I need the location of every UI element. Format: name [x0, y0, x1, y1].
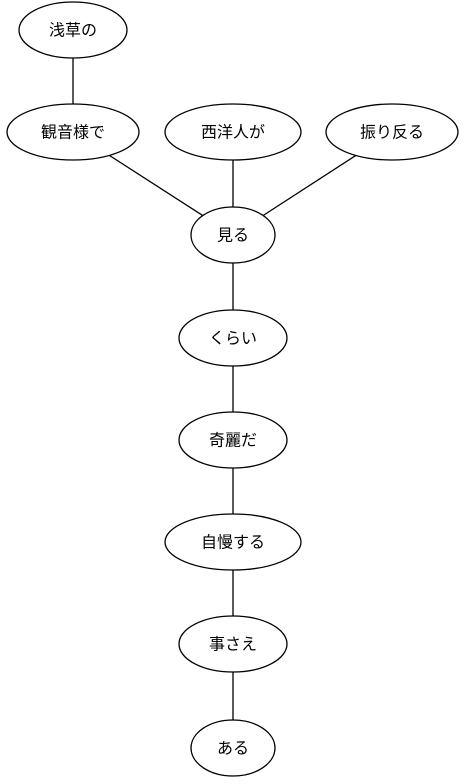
node-ellipse	[18, 1, 128, 59]
node-ellipse	[190, 206, 276, 264]
node-label: くらい	[209, 329, 257, 348]
node-ellipse	[6, 103, 140, 161]
node-label: 事さえ	[209, 635, 257, 654]
node-n1: 浅草の	[18, 1, 128, 59]
node-label: 西洋人が	[201, 123, 265, 142]
node-ellipse	[178, 309, 288, 367]
node-n9: 事さえ	[178, 615, 288, 673]
node-ellipse	[164, 103, 302, 161]
node-label: 振り反る	[360, 123, 424, 142]
node-label: ある	[217, 739, 249, 758]
edge-n2-n5	[108, 154, 204, 217]
node-label: 観音様で	[41, 123, 105, 142]
node-n6: くらい	[178, 309, 288, 367]
node-n5: 見る	[190, 206, 276, 264]
node-n4: 振り反る	[325, 103, 459, 161]
node-ellipse	[178, 411, 288, 469]
node-n10: ある	[190, 719, 276, 777]
node-ellipse	[178, 615, 288, 673]
node-label: 浅草の	[49, 21, 97, 40]
node-label: 奇麗だ	[209, 431, 257, 450]
node-ellipse	[164, 513, 302, 571]
edge-n4-n5	[262, 154, 357, 217]
node-label: 見る	[217, 226, 249, 245]
node-n7: 奇麗だ	[178, 411, 288, 469]
node-n8: 自慢する	[164, 513, 302, 571]
node-ellipse	[190, 719, 276, 777]
node-ellipse	[325, 103, 459, 161]
node-n2: 観音様で	[6, 103, 140, 161]
node-n3: 西洋人が	[164, 103, 302, 161]
edges-layer	[72, 58, 357, 720]
node-label: 自慢する	[201, 533, 265, 552]
